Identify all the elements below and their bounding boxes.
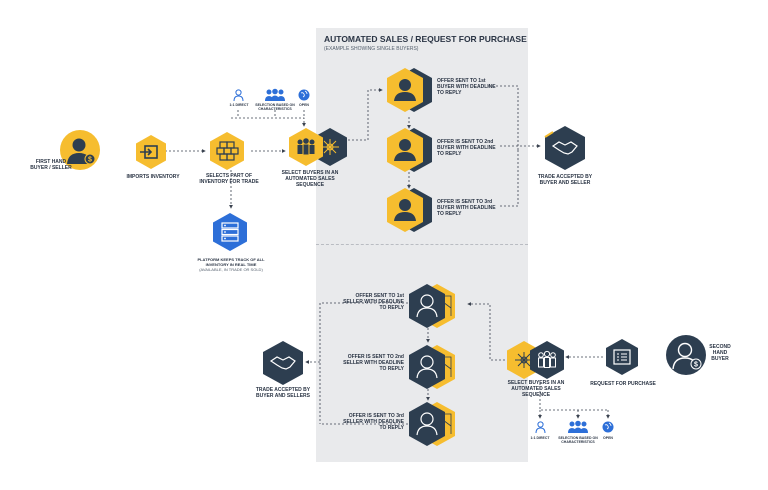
select-inventory-icon [210, 132, 244, 170]
person-icon [233, 89, 244, 102]
bottom-select-buyers-icon [507, 341, 564, 379]
select-inventory-label: SELECTS PART OF INVENTORY FOR TRADE [199, 173, 259, 185]
offer-seller-1-icon [409, 284, 455, 328]
globe-icon [298, 89, 310, 101]
request-purchase-label: REQUEST FOR PURCHASE [590, 381, 656, 387]
bottom-option-direct: 1:1 DIRECT [530, 436, 550, 440]
second-buyer-label: SECOND HAND BUYER [709, 344, 731, 362]
group-icon [265, 88, 285, 101]
platform-icon [213, 213, 247, 251]
top-option-selection: SELECTION BASED ON CHARACTERISTICS [255, 103, 295, 111]
panel-subtitle: (EXAMPLE SHOWING SINGLE BUYERS) [324, 46, 419, 52]
offer-buyer-3-icon [387, 188, 432, 232]
group-icon [568, 420, 588, 433]
handshake-icon [263, 341, 303, 385]
bottom-offer-3-label: OFFER IS SENT TO 3rd SELLER WITH DEADLIN… [343, 413, 404, 431]
bottom-select-buyers-label: SELECT BUYERS IN AN AUTOMATED SALES SEQU… [507, 380, 565, 398]
line-select-to-options [539, 383, 608, 411]
bottom-option-selection: SELECTION BASED ON CHARACTERISTICS [558, 436, 598, 444]
first-buyer-label: FIRST HAND BUYER / SELLER [30, 159, 72, 171]
top-offer-3-label: OFFER IS SENT TO 3rd BUYER WITH DEADLINE… [437, 199, 496, 217]
first-buyer-icon: $ [60, 130, 100, 170]
bottom-offer-2-label: OFFER IS SENT TO 2nd SELLER WITH DEADLIN… [343, 354, 404, 372]
person-icon [535, 421, 546, 434]
panel-divider [316, 244, 528, 245]
line-select-to-offers [467, 302, 505, 361]
select-buyers-icon [289, 128, 347, 166]
top-offer-2-label: OFFER IS SENT TO 2nd BUYER WITH DEADLINE… [437, 139, 496, 157]
bottom-option-open: OPEN [603, 436, 613, 440]
imports-label: IMPORTS INVENTORY [126, 174, 180, 180]
offer-seller-2-icon [409, 345, 455, 389]
top-option-direct: 1:1 DIRECT [229, 103, 249, 107]
line-offer1-to-trade [488, 85, 519, 150]
svg-text:$: $ [88, 157, 92, 164]
line-offer3-to-trade [500, 150, 519, 207]
offer-seller-3-icon [409, 402, 455, 446]
line-options-to-buyers [231, 117, 306, 127]
select-buyers-label: SELECT BUYERS IN AN AUTOMATED SALES SEQU… [281, 170, 339, 188]
top-trade-label: TRADE ACCEPTED BY BUYER AND SELLER [537, 174, 593, 186]
request-purchase-icon [606, 339, 638, 375]
offer-buyer-1-icon [387, 68, 432, 112]
top-option-open: OPEN [299, 103, 309, 107]
imports-icon [136, 135, 166, 169]
svg-text:$: $ [694, 362, 698, 369]
bottom-trade-label: TRADE ACCEPTED BY BUYER AND SELLERS [255, 387, 311, 399]
globe-icon [602, 421, 614, 433]
platform-note: (AVAILABLE, IN TRADE OR SOLD) [199, 267, 263, 272]
platform-label: PLATFORM KEEPS TRACK OF ALL INVENTORY IN… [197, 257, 265, 267]
top-offer-1-label: OFFER SENT TO 1st BUYER WITH DEADLINE TO… [437, 78, 496, 96]
second-buyer-icon: $ [666, 335, 706, 375]
handshake-icon [544, 126, 585, 170]
bottom-offer-1-label: OFFER SENT TO 1st SELLER WITH DEADLINE T… [343, 293, 404, 311]
line-buyers-to-offer1 [348, 88, 383, 141]
offer-buyer-2-icon [387, 128, 432, 172]
panel-title: AUTOMATED SALES / REQUEST FOR PURCHASE [324, 34, 527, 44]
